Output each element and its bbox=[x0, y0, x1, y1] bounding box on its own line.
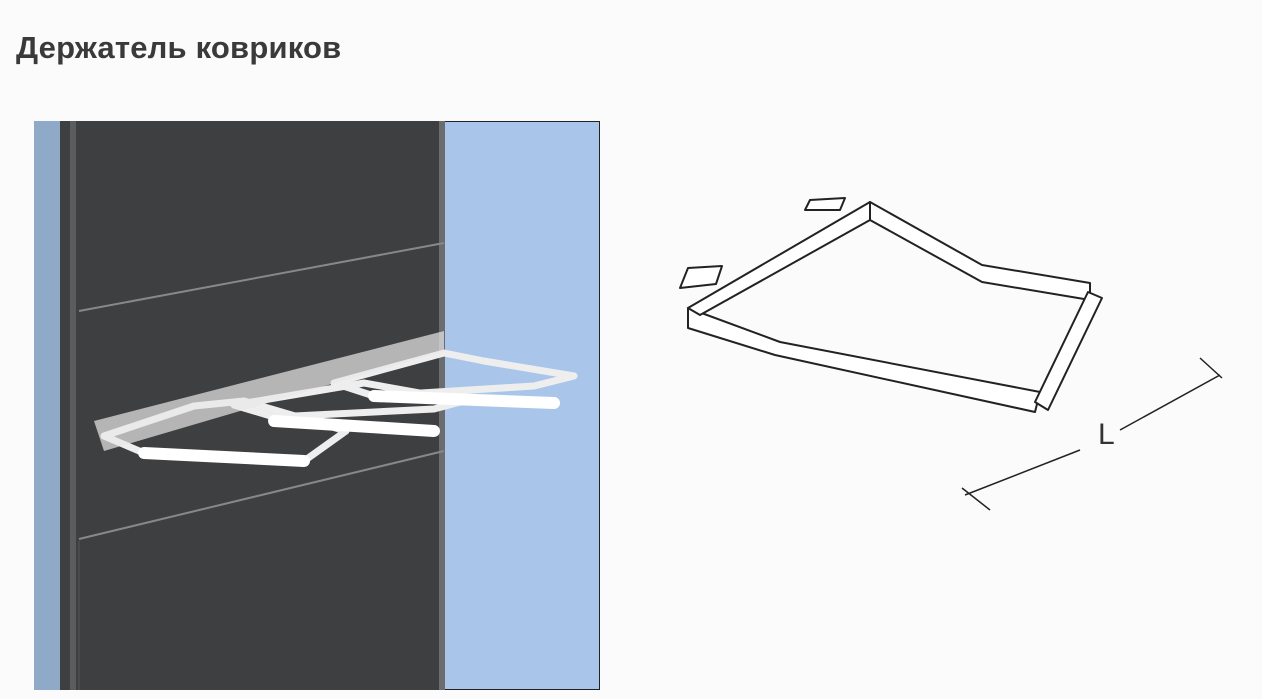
page-title: Держатель ковриков bbox=[16, 30, 342, 65]
product-illustration bbox=[34, 121, 600, 690]
dimension-label-l: L bbox=[1098, 418, 1115, 451]
technical-drawing bbox=[679, 197, 1223, 511]
